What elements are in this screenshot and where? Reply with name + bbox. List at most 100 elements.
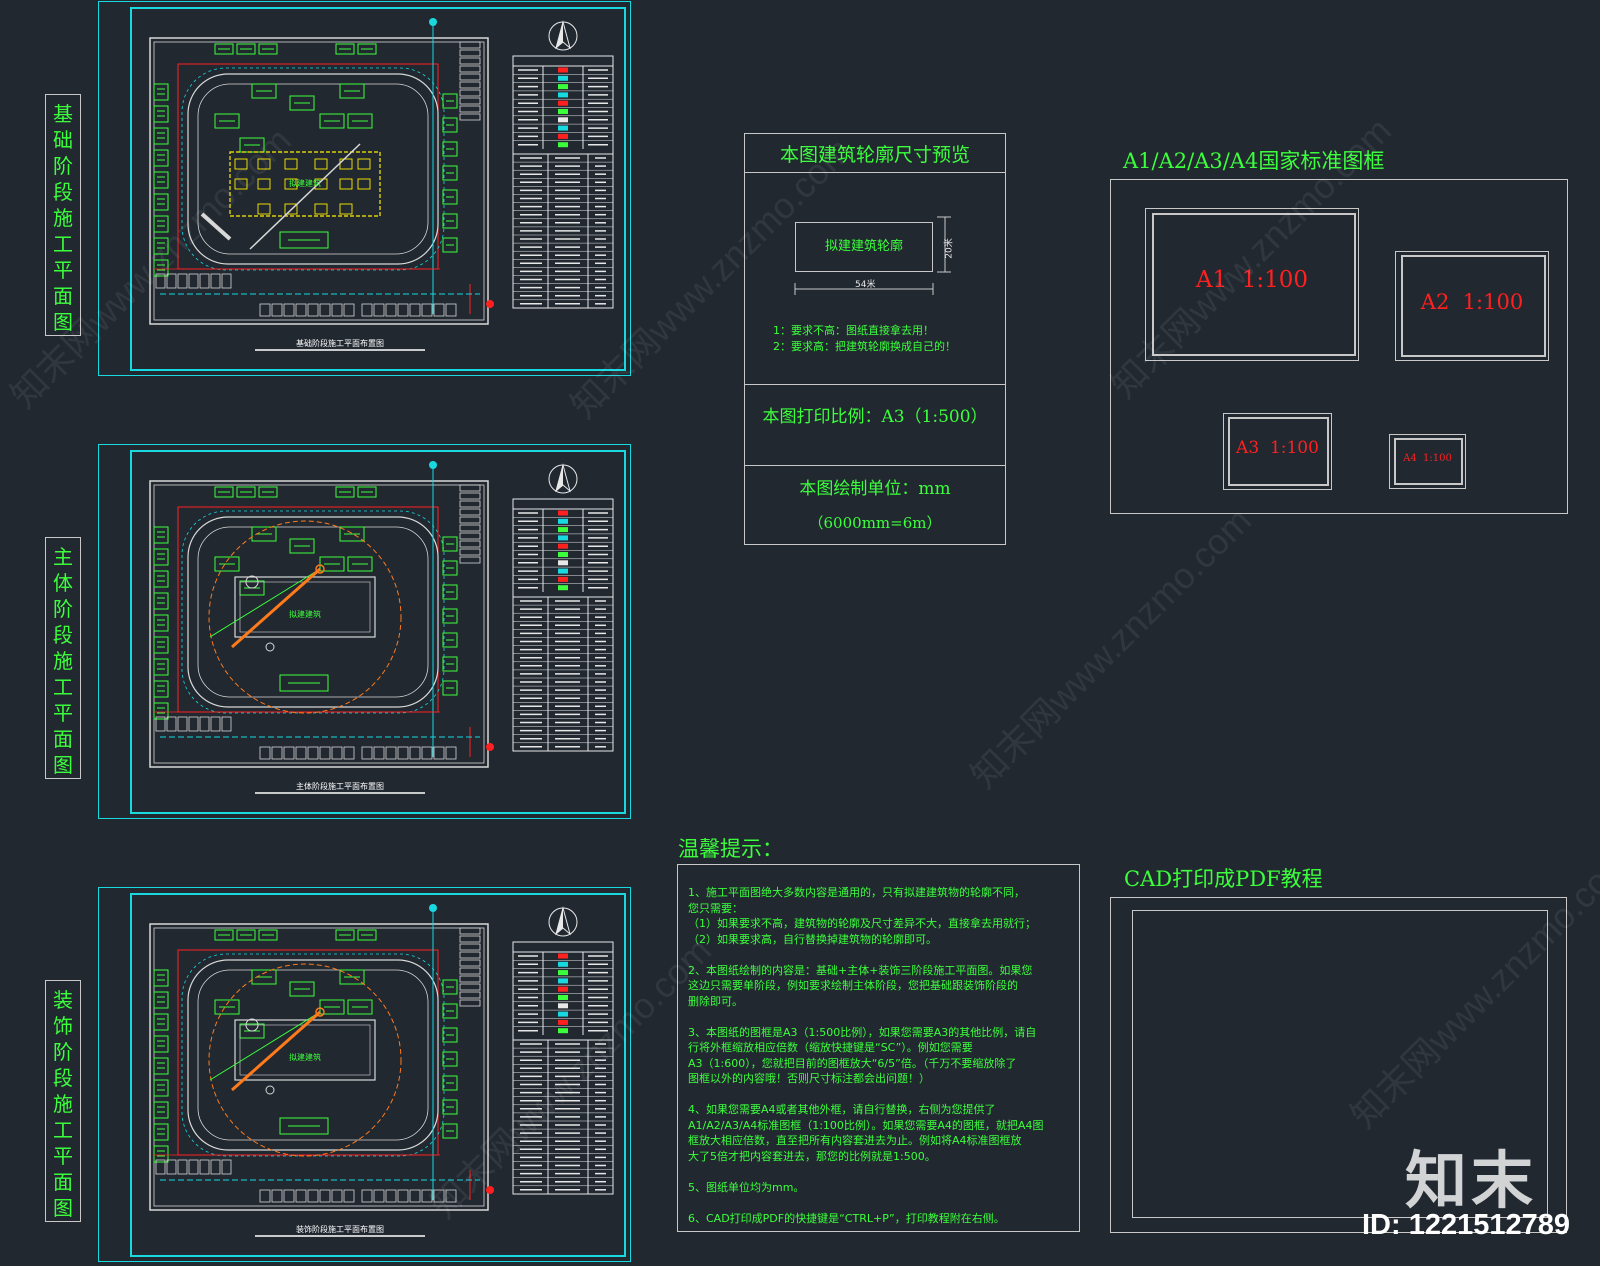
tips-title: 温馨提示：: [678, 837, 783, 861]
frame-a2-label: A2 1:100: [1420, 290, 1524, 314]
stage-label-char: 图: [53, 1196, 73, 1220]
frame-a1: A1 1:100: [1145, 208, 1359, 361]
tip-line: 大了5倍才把内容套进去，那您的比例就是1:500。: [688, 1149, 936, 1163]
legend-table: [512, 941, 614, 1195]
cad-tutorial-panel: [1110, 897, 1567, 1233]
tip-line: [688, 1087, 1043, 1103]
preview-title: 本图建筑轮廓尺寸预览: [779, 144, 970, 166]
north-arrow-icon: [548, 463, 578, 494]
stage-outer-frame: [98, 887, 631, 1262]
stage-label-char: 面: [53, 1170, 73, 1194]
building-outline-label: 拟建建筑轮廓: [824, 239, 903, 254]
frame-a3: A3 1:100: [1223, 413, 1332, 490]
drawing-unit: 本图绘制单位：mm: [799, 479, 951, 499]
brand-logo: 知末: [1405, 1144, 1538, 1217]
stage-label-char: 主: [53, 545, 73, 569]
tip-line: [688, 1009, 1043, 1025]
preview-divider-3: [745, 465, 1005, 466]
frame-a2: A2 1:100: [1395, 251, 1549, 361]
stage-label-char: 工: [53, 1118, 73, 1142]
tip-line: [688, 1195, 1043, 1211]
preview-divider-2: [745, 384, 1005, 385]
plan-title: 基础阶段施工平面布置图: [296, 338, 384, 348]
tip-line: （2）如果要求高，自行替换掉建筑物的轮廓即可。: [688, 932, 937, 946]
print-scale: 本图打印比例：A3（1:500）: [762, 407, 988, 427]
stage-outer-frame: [98, 1, 631, 376]
stage-label: 基础阶段施工平面图: [45, 94, 81, 336]
tip-line: 3、本图纸的图框是A3（1:500比例），如果您需要A3的其他比例，请自: [688, 1025, 1037, 1039]
tip-line: 1、施工平面图绝大多数内容是通用的，只有拟建建筑物的轮廓不同，: [688, 886, 1025, 899]
frames-title: A1/A2/A3/A4国家标准图框: [1123, 149, 1385, 173]
tip-line: 图框以外的内容哦！否则尺寸标注都会出问题！）: [688, 1072, 930, 1085]
cad-tutorial-inner-frame: [1132, 910, 1548, 1218]
stage-label-char: 段: [53, 180, 73, 204]
tip-line: 删除即可。: [688, 994, 743, 1008]
legend-table: [512, 55, 614, 309]
north-arrow-icon: [548, 20, 578, 51]
tip-line: 框放大相应倍数，直至把所有内容套进去为止。例如将A4标准图框放: [688, 1134, 1022, 1147]
stage-label-char: 施: [53, 649, 73, 673]
tip-line: 6、CAD打印成PDF的快捷键是“CTRL+P”，打印教程附在右侧。: [688, 1211, 1005, 1225]
stage-label-char: 施: [53, 206, 73, 230]
tip-line: 4、如果您需要A4或者其他外框，请自行替换，右侧为您提供了: [688, 1103, 996, 1116]
stage-outer-frame: [98, 444, 631, 819]
stage-label-char: 平: [53, 701, 73, 725]
building-label: 拟建建筑: [289, 178, 321, 188]
tips-content: 1、施工平面图绝大多数内容是通用的，只有拟建建筑物的轮廓不同，您只需要：（1）如…: [688, 885, 1043, 1226]
brand-id: ID: 1221512789: [1362, 1209, 1570, 1241]
stage-label-char: 平: [53, 258, 73, 282]
plan-title: 装饰阶段施工平面布置图: [296, 1224, 384, 1234]
stage-label-char: 段: [53, 1066, 73, 1090]
building-label: 拟建建筑: [289, 1052, 321, 1062]
stage-label: 装饰阶段施工平面图: [45, 980, 81, 1222]
stage-label-char: 面: [53, 284, 73, 308]
dimension-lines: [794, 216, 951, 295]
tip-line: [688, 1164, 1043, 1180]
preview-divider-1: [745, 172, 1005, 173]
tip-line: A3（1:600），您就把目前的图框放大“6/5”倍。（千万不要缩放除了: [688, 1056, 1017, 1070]
tip-line: 这边只需要单阶段，例如要求绘制主体阶段，您把基础跟装饰阶段的: [688, 979, 1018, 992]
frame-a1-label: A1 1:100: [1195, 267, 1309, 293]
north-arrow-icon: [548, 906, 578, 937]
stage-label: 主体阶段施工平面图: [45, 537, 81, 779]
stage-label-char: 阶: [53, 1040, 73, 1064]
stage-label-char: 阶: [53, 154, 73, 178]
legend-table: [512, 498, 614, 752]
stage-inner-frame: [130, 450, 626, 814]
standard-frames-panel: A1 1:100 A2 1:100 A3 1:100 A4 1:100: [1110, 179, 1568, 514]
stage-label-char: 装: [53, 988, 73, 1012]
frame-a4: A4 1:100: [1389, 434, 1466, 489]
stage-label-char: 工: [53, 232, 73, 256]
tip-line: [688, 947, 1043, 963]
stage-inner-frame: [130, 893, 626, 1257]
preview-note-1: 1：要求不高：图纸直接拿去用！: [773, 324, 934, 337]
stage-inner-frame: [130, 7, 626, 371]
stage-label-char: 饰: [53, 1014, 73, 1038]
stage-label-char: 施: [53, 1092, 73, 1116]
tip-line: A1/A2/A3/A4标准图框（1:100比例）。如果您需要A4的图框，就把A4…: [688, 1118, 1044, 1132]
stage-label-char: 图: [53, 310, 73, 334]
frame-a4-label: A4 1:100: [1403, 453, 1452, 464]
stage-label-char: 基: [53, 102, 73, 126]
stage-label-char: 阶: [53, 597, 73, 621]
cad-tutorial-title: CAD打印成PDF教程: [1124, 867, 1323, 891]
stage-label-char: 平: [53, 1144, 73, 1168]
preview-panel: 本图建筑轮廓尺寸预览 拟建建筑轮廓 20米 54米 1：要求不高：图纸直接拿去用…: [744, 133, 1006, 545]
tip-line: 行将外框缩放相应倍数（缩放快捷键是“SC”）。例如您需要: [688, 1041, 973, 1054]
stage-label-char: 图: [53, 753, 73, 777]
preview-note-2: 2：要求高：把建筑轮廓换成自己的！: [773, 340, 956, 353]
building-outline-box: 拟建建筑轮廓: [795, 222, 933, 272]
frame-a3-label: A3 1:100: [1236, 438, 1319, 458]
drawing-unit-note: （6000mm=6m）: [808, 514, 942, 532]
stage-label-char: 体: [53, 571, 73, 595]
tips-panel: 1、施工平面图绝大多数内容是通用的，只有拟建建筑物的轮廓不同，您只需要：（1）如…: [677, 864, 1080, 1232]
plan-title: 主体阶段施工平面布置图: [296, 781, 384, 791]
tip-line: 您只需要：: [688, 901, 743, 915]
stage-label-char: 面: [53, 727, 73, 751]
stage-label-char: 工: [53, 675, 73, 699]
dimension-height: 20米: [944, 238, 955, 259]
building-label: 拟建建筑: [289, 609, 321, 619]
